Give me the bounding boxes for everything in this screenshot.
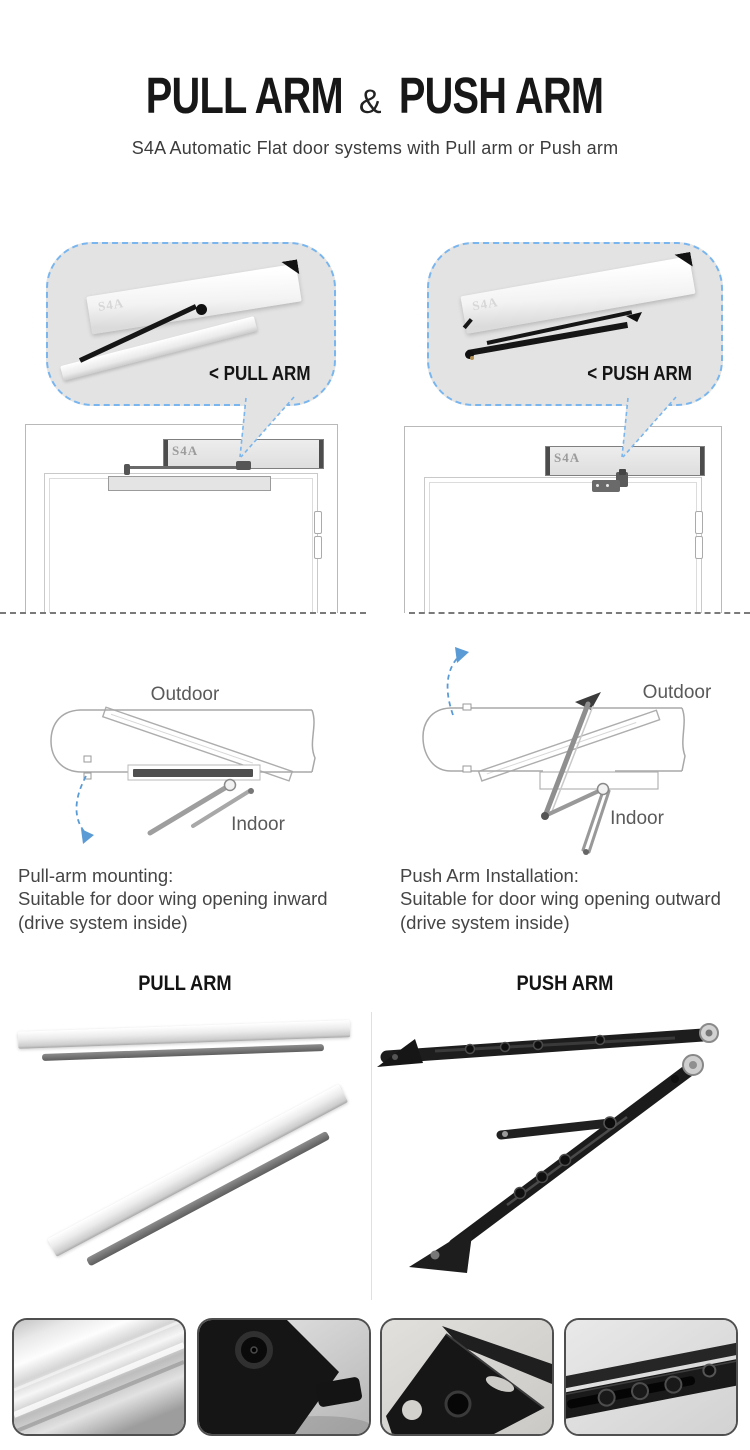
title-ampersand: & (358, 83, 382, 122)
push-door-handle-top (695, 511, 703, 534)
pull-plan-rail (133, 769, 253, 777)
pull-rail-photo-diagonal (47, 1084, 349, 1257)
arm-pivot-closeup-image (199, 1320, 369, 1434)
thumbnail-arm-pivot-closeup (197, 1318, 371, 1436)
photo-divider (371, 1012, 372, 1300)
push-gallery-heading-wrap: PUSH ARM (465, 971, 665, 996)
arm-link-bolts-closeup-image (566, 1320, 736, 1434)
push-operator-cap-right (700, 447, 704, 475)
push-description-line3: (drive system inside) (400, 911, 570, 933)
pull-arm-slider (124, 464, 130, 475)
push-callout-label: < PUSH ARM (587, 363, 692, 385)
pull-door-handle-bottom (314, 536, 322, 559)
pull-gallery-heading-wrap: PULL ARM (85, 971, 285, 996)
pull-operator-unit-label: S4A (172, 443, 199, 458)
pull-indoor-label: Indoor (231, 814, 286, 835)
pull-arm-connector (236, 461, 251, 470)
push-outdoor-label: Outdoor (643, 682, 712, 703)
push-arm-open-photo (409, 1054, 704, 1273)
pull-swing-arrow-icon (81, 829, 94, 844)
thumbnail-arm-link-bolts-closeup (564, 1318, 738, 1436)
page-title: PULL ARM & PUSH ARM (0, 70, 750, 121)
pull-plan-diagram: Outdoor Indoor (50, 684, 316, 844)
floor-line-right (409, 612, 750, 614)
slide-rail-closeup-image (14, 1320, 184, 1434)
pull-operator-brand: S4A (96, 295, 125, 315)
thumbnail-arm-shoe-closeup (380, 1318, 554, 1436)
pull-description-title: Pull-arm mounting: (18, 865, 174, 886)
title-push-arm: PUSH ARM (398, 67, 603, 124)
pull-door-rail (108, 476, 271, 491)
push-indoor-label: Indoor (610, 808, 665, 829)
arm-shoe-closeup-image (382, 1320, 552, 1434)
push-door-shoe (575, 692, 601, 710)
pull-swing-arc (75, 775, 89, 837)
push-description-title: Push Arm Installation: (400, 865, 579, 886)
push-description: Push Arm Installation: Suitable for door… (400, 864, 748, 934)
push-swing-arrow-icon (455, 647, 469, 663)
push-operator-brand: S4A (471, 294, 500, 314)
push-plan-arm (542, 701, 591, 819)
pull-description-line3: (drive system inside) (18, 911, 188, 933)
push-arm-folded-photo (377, 1023, 719, 1067)
pull-description: Pull-arm mounting: Suitable for door win… (18, 864, 383, 934)
push-arm-bracket (592, 480, 620, 492)
pull-door-handle-top (314, 511, 322, 534)
pull-callout-label-wrap: < PULL ARM (200, 363, 311, 386)
push-operator-cap-left (546, 447, 550, 475)
push-bubble-tail (621, 396, 677, 458)
pull-rail-slider-top (41, 1044, 325, 1061)
pull-operator-cap-left (164, 440, 168, 468)
push-description-line2: Suitable for door wing opening outward (400, 888, 721, 910)
pull-description-line2: Suitable for door wing opening inward (18, 888, 328, 910)
thumbnail-slide-rail-closeup (12, 1318, 186, 1436)
push-callout-label-wrap: < PUSH ARM (578, 363, 692, 386)
pull-arm-elbow (196, 304, 207, 315)
push-swing-arc (446, 653, 462, 716)
pull-arm-bar (126, 466, 244, 469)
push-arm-head (626, 312, 642, 322)
push-plan-diagram: Outdoor Indoor (422, 647, 712, 855)
pull-bubble-tail (239, 396, 295, 458)
push-arm-photos (377, 1023, 719, 1273)
push-gallery-heading: PUSH ARM (516, 971, 614, 995)
title-pull-arm: PULL ARM (146, 67, 344, 124)
pull-gallery-heading: PULL ARM (138, 971, 232, 995)
push-bracket-screw-1 (596, 484, 599, 487)
push-bracket-screw-2 (606, 484, 609, 487)
push-arm-knob (619, 469, 626, 475)
pull-callout-label: < PULL ARM (208, 363, 311, 385)
pull-open-door-slab (101, 706, 294, 782)
pull-outdoor-label: Outdoor (151, 684, 220, 705)
push-door-handle-bottom (695, 536, 703, 559)
push-door-leaf (429, 482, 697, 613)
pull-door-leaf (49, 478, 313, 613)
push-operator-unit-label: S4A (554, 450, 581, 465)
pull-plan-arm (147, 782, 233, 836)
pull-operator-endcap (281, 259, 299, 276)
floor-line-left (0, 612, 366, 614)
push-operator-corner (462, 318, 473, 330)
push-operator-endcap (674, 252, 692, 270)
page-subtitle: S4A Automatic Flat door systems with Pul… (131, 138, 619, 158)
pull-operator-cap-right (319, 440, 323, 468)
push-arm-screw (470, 356, 474, 360)
push-arm-foot (465, 350, 474, 359)
